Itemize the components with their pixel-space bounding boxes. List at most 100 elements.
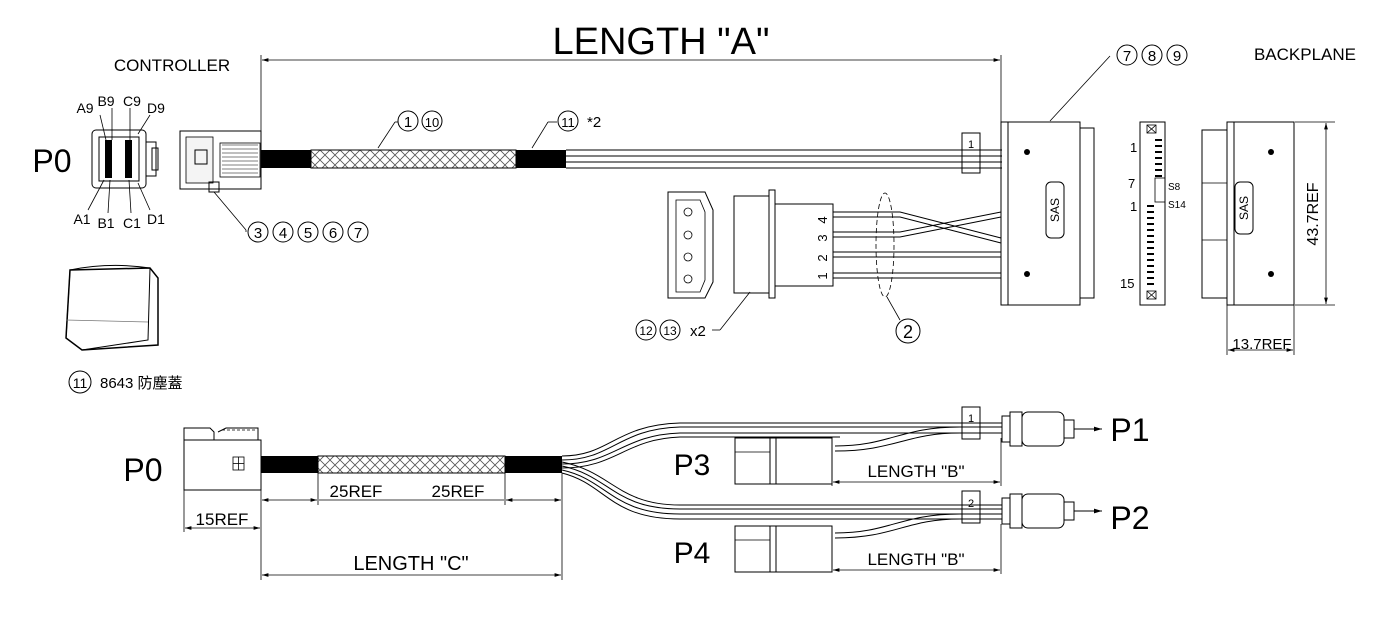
dim-height-label: 43.7REF	[1305, 182, 1322, 245]
callout-5-text: 5	[304, 225, 312, 242]
pin-d1: D1	[147, 211, 165, 227]
sas-label-1: SAS	[1048, 198, 1062, 222]
pin-b1: B1	[97, 215, 114, 231]
pin-a9: A9	[76, 100, 93, 116]
power-wires	[833, 192, 1002, 298]
length-b1-label: LENGTH "B"	[867, 462, 964, 481]
p2-label: P2	[1110, 500, 1149, 536]
callout-12	[635, 319, 657, 341]
dim-width-label: 13.7REF	[1232, 336, 1291, 353]
plug-callouts: 3 4 5 6 7	[247, 221, 369, 243]
wire-num-4: 4	[815, 216, 830, 223]
p2-plug	[1001, 493, 1102, 529]
pin-c1: C1	[123, 215, 141, 231]
wire-label-box-1	[961, 132, 981, 174]
ref25-right: 25REF	[432, 482, 485, 501]
top-wires	[566, 149, 1002, 169]
callout-2-text: 2	[903, 322, 913, 342]
p3-label: P3	[674, 449, 711, 482]
p0-bottom-label: P0	[123, 452, 162, 488]
ref15-label: 15REF	[196, 510, 249, 529]
b-heat-shrink-right	[505, 456, 562, 473]
wire-num-3: 3	[815, 234, 830, 241]
callout-11	[557, 110, 579, 132]
pin-label-7: 7	[1128, 176, 1135, 191]
callout-1	[397, 110, 419, 132]
pin-label-1b: 1	[1130, 199, 1137, 214]
cap-leader	[531, 121, 549, 149]
p4-label: P4	[674, 537, 711, 570]
sas-label-2: SAS	[1237, 196, 1251, 220]
sas-connector: SAS	[1000, 121, 1095, 306]
dust-cap-text: 8643 防塵蓋	[100, 374, 183, 392]
backplane-label: BACKPLANE	[1254, 45, 1356, 64]
callout-4-text: 4	[279, 225, 287, 242]
callout-12-text: 12	[639, 324, 653, 338]
pin-a1: A1	[73, 211, 90, 227]
length-c-label: LENGTH "C"	[353, 553, 468, 575]
heat-shrink-right	[516, 150, 566, 168]
bottom-view: P0	[123, 406, 1150, 580]
wire-label-b2: 2	[968, 498, 974, 510]
wire-label-1: 1	[968, 139, 974, 151]
sas-pin-face	[1139, 121, 1166, 306]
callout-7b-text: 7	[1123, 48, 1131, 65]
callout-13	[659, 319, 681, 341]
wire-num-2: 2	[815, 254, 830, 261]
sas-side-view: SAS	[1201, 121, 1295, 306]
callout-1-text: 1	[404, 114, 412, 131]
length-b2-label: LENGTH "B"	[867, 550, 964, 569]
wire-label-box-b1	[961, 406, 981, 440]
p1-label: P1	[1110, 412, 1149, 448]
callout-13-text: 13	[663, 324, 677, 338]
dust-cap	[65, 264, 159, 351]
pin-label-15: 15	[1120, 276, 1134, 291]
pin-d9: D9	[147, 100, 165, 116]
callout-2	[895, 318, 921, 344]
dust-cap-num: 11	[73, 375, 88, 391]
p4-connector	[734, 525, 833, 573]
callout-9-text: 9	[1173, 48, 1181, 65]
length-a-label: LENGTH "A"	[552, 21, 769, 63]
callout-10-text: 10	[425, 115, 439, 130]
callout-11-text: 11	[561, 115, 575, 130]
callout-11b	[68, 370, 92, 394]
plug-leader	[213, 191, 247, 231]
fanout-wires	[561, 422, 1002, 539]
controller-label: CONTROLLER	[114, 56, 230, 75]
callout-3-text: 3	[254, 225, 262, 242]
top-view: LENGTH "A" CONTROLLER BACKPLANE P0 A9 B9…	[32, 21, 1356, 394]
pin-b9: B9	[97, 93, 114, 109]
callout-10	[421, 110, 443, 132]
cable-leader	[377, 121, 396, 149]
pin-label-s14: S14	[1168, 200, 1186, 211]
b-braided-sleeve	[317, 455, 506, 474]
power-leader	[719, 291, 751, 331]
plug-connector	[179, 130, 262, 193]
pin-c9: C9	[123, 93, 141, 109]
sas-leader	[1049, 55, 1111, 122]
ref25-left: 25REF	[330, 482, 383, 501]
p1-plug	[1001, 411, 1102, 447]
p3-connector	[734, 437, 833, 485]
heat-shrink-left	[261, 150, 311, 168]
cap-qty: *2	[587, 114, 601, 131]
power-connector-face	[667, 191, 714, 299]
receptacle-front	[87, 108, 159, 214]
braided-sleeve	[310, 149, 517, 169]
sas-callouts: 7 8 9	[1116, 44, 1188, 66]
wire-num-1: 1	[815, 272, 830, 279]
wire-label-box-b2	[961, 490, 981, 524]
pin-label-1: 1	[1130, 140, 1137, 155]
pin-label-s8: S8	[1168, 182, 1181, 193]
power-qty: x2	[690, 323, 706, 340]
callout-7-text: 7	[354, 225, 362, 242]
callout-8-text: 8	[1148, 48, 1156, 65]
p0-top-label: P0	[32, 143, 71, 179]
p0-side-plug	[183, 427, 262, 491]
callout-6-text: 6	[329, 225, 337, 242]
wire-label-b1: 1	[968, 413, 974, 425]
power-plug-side	[733, 189, 834, 299]
b-heat-shrink-left	[261, 456, 318, 473]
